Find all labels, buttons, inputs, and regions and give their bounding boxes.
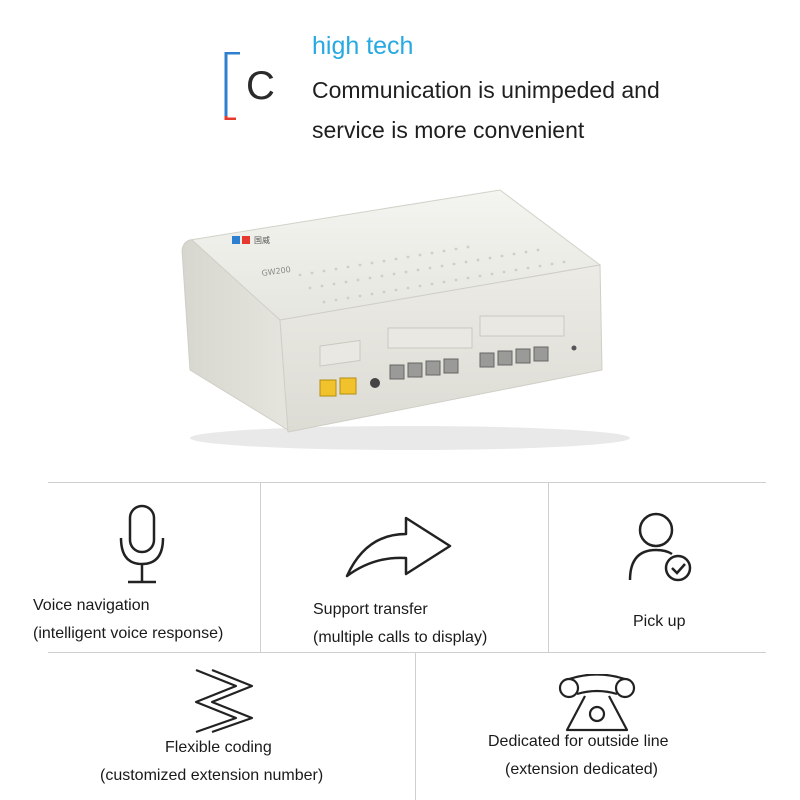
- header-title: high tech: [312, 32, 414, 60]
- divider: [260, 482, 261, 652]
- telephone-icon: [558, 674, 636, 732]
- feature-subtitle: (intelligent voice response): [33, 625, 224, 642]
- feature-subtitle: (multiple calls to display): [313, 629, 488, 646]
- feature-support-transfer: Support transfer (multiple calls to disp…: [260, 470, 548, 652]
- feature-voice-navigation: Voice navigation (intelligent voice resp…: [0, 470, 260, 652]
- product-image: 国威 GW200: [150, 180, 650, 460]
- feature-subtitle: (customized extension number): [100, 767, 324, 784]
- feature-title: Support transfer: [313, 601, 428, 618]
- bracket-icon: [224, 52, 240, 120]
- feature-title: Dedicated for outside line: [488, 733, 669, 750]
- header-line-2: service is more convenient: [312, 117, 585, 143]
- header: C high tech Communication is unimpeded a…: [0, 0, 800, 170]
- user-check-icon: [628, 512, 692, 582]
- feature-pick-up: Pick up: [548, 470, 800, 652]
- logo-letter: C: [246, 64, 275, 108]
- feature-outside-line: Dedicated for outside line (extension de…: [415, 652, 800, 800]
- pbx-device-illustration: 国威 GW200: [181, 189, 630, 450]
- brand-text: 国威: [254, 235, 270, 245]
- feature-subtitle: (extension dedicated): [505, 761, 658, 778]
- features-grid: Voice navigation (intelligent voice resp…: [0, 470, 800, 800]
- divider: [548, 482, 549, 652]
- microphone-icon: [119, 504, 165, 584]
- zigzag-coding-icon: [194, 668, 254, 734]
- logo-mark: C: [222, 52, 282, 120]
- model-label: GW200: [261, 265, 291, 278]
- feature-title: Flexible coding: [165, 739, 272, 756]
- feature-flexible-coding: Flexible coding (customized extension nu…: [0, 652, 415, 800]
- divider: [415, 652, 416, 800]
- header-line-1: Communication is unimpeded and: [312, 77, 660, 103]
- divider: [48, 652, 766, 653]
- feature-title: Voice navigation: [33, 597, 150, 614]
- transfer-arrow-icon: [345, 516, 452, 578]
- divider: [48, 482, 766, 483]
- feature-title: Pick up: [633, 613, 686, 630]
